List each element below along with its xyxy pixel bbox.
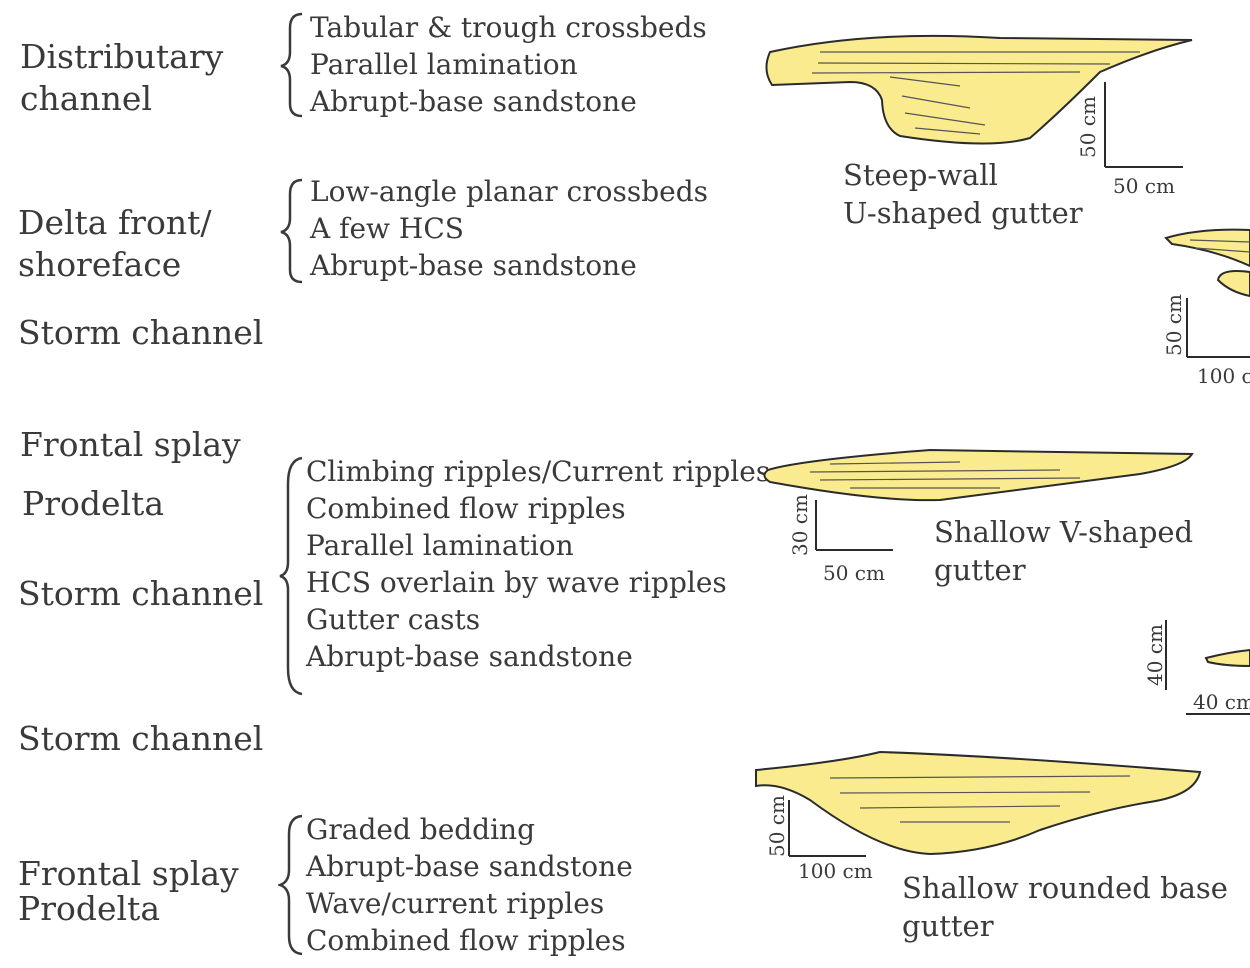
cropped-gutter-1-scale-horizontal: 100 c (1197, 364, 1250, 388)
v-gutter-scale-vertical: 30 cm (788, 494, 812, 556)
v-gutter-scale-bar (815, 500, 893, 551)
brace-group-4 (278, 814, 303, 956)
u-gutter-scale-horizontal: 50 cm (1113, 174, 1175, 198)
rounded-gutter-label: Shallow rounded base gutter (902, 871, 1228, 943)
env-storm-channel-1: Storm channel (18, 313, 264, 352)
env-storm-channel-3: Storm channel (18, 719, 264, 758)
env-storm-channel-2: Storm channel (18, 574, 264, 613)
feature-item: Abrupt-base sandstone (310, 85, 637, 118)
feature-item: Tabular & trough crossbeds (310, 11, 707, 44)
feature-item: Abrupt-base sandstone (310, 249, 637, 282)
env-delta-front-shoreface: Delta front/ shoreface (18, 203, 212, 284)
rounded-gutter-sketch (755, 750, 1202, 856)
rounded-gutter-scale-bar (788, 800, 866, 857)
feature-list-4: Graded bedding Abrupt-base sandstone Wav… (306, 811, 633, 959)
feature-item: Low-angle planar crossbeds (310, 175, 708, 208)
u-shaped-gutter-sketch (765, 34, 1193, 145)
v-shaped-gutter-sketch (763, 448, 1194, 502)
feature-item: Graded bedding (306, 813, 536, 846)
feature-item: Abrupt-base sandstone (306, 640, 633, 673)
feature-item: Climbing ripples/Current ripples (306, 455, 771, 488)
feature-list-3: Climbing ripples/Current ripples Combine… (306, 453, 770, 675)
cropped-gutter-2-scale-horizontal: 40 cm (1193, 690, 1250, 714)
cropped-gutter-2-scale-vertical: 40 cm (1143, 624, 1167, 686)
feature-item: Gutter casts (306, 603, 481, 636)
feature-item: A few HCS (310, 212, 464, 245)
rounded-gutter-scale-vertical: 50 cm (765, 795, 789, 857)
v-gutter-scale-horizontal: 50 cm (823, 561, 885, 585)
cropped-gutter-1-scale-vertical: 50 cm (1162, 294, 1186, 356)
cropped-gutter-1-scale-bar (1186, 298, 1250, 358)
u-gutter-label: Steep-wall U-shaped gutter (843, 158, 1083, 230)
env-frontal-splay-prodelta: Frontal splay Prodelta (18, 854, 239, 928)
brace-group-2 (280, 178, 303, 284)
env-frontal-splay: Frontal splay (20, 425, 241, 464)
cropped-gutter-sketch-2 (1204, 648, 1250, 668)
feature-list-2: Low-angle planar crossbeds A few HCS Abr… (310, 173, 708, 284)
feature-item: Combined flow ripples (306, 492, 626, 525)
feature-item: Parallel lamination (306, 529, 574, 562)
u-gutter-scale-bar (1104, 82, 1183, 168)
v-gutter-label: Shallow V-shaped gutter (934, 515, 1194, 587)
feature-item: Wave/current ripples (306, 887, 605, 920)
rounded-gutter-scale-horizontal: 100 cm (798, 859, 873, 883)
feature-item: HCS overlain by wave ripples (306, 566, 727, 599)
brace-group-1 (280, 12, 303, 118)
env-prodelta: Prodelta (22, 484, 164, 523)
u-gutter-scale-vertical: 50 cm (1076, 96, 1100, 158)
feature-item: Parallel lamination (310, 48, 578, 81)
brace-group-3 (279, 456, 303, 696)
feature-item: Abrupt-base sandstone (306, 850, 633, 883)
feature-list-1: Tabular & trough crossbeds Parallel lami… (310, 9, 707, 120)
cropped-gutter-sketch-1 (1164, 228, 1250, 298)
cropped-gutter-2-scale-bar (1165, 620, 1250, 715)
feature-item: Combined flow ripples (306, 924, 626, 957)
env-distributary-channel: Distributary channel (20, 37, 224, 118)
